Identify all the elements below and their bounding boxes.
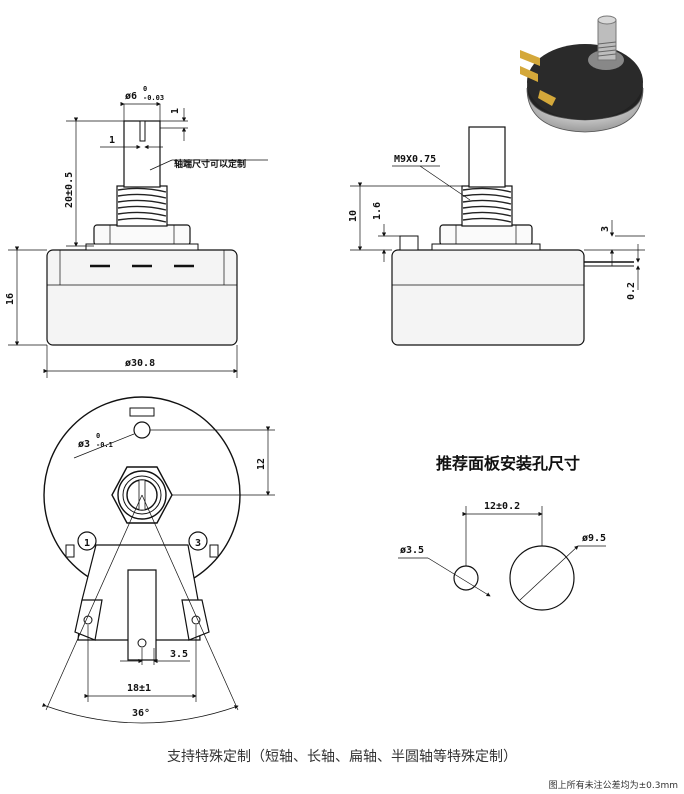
slot-width-label: 1	[109, 135, 115, 146]
terminal-span-label: 18±1	[127, 683, 151, 694]
angle-label: 36°	[132, 708, 150, 719]
large-hole	[509, 545, 575, 611]
pin-hole-label: ø3	[78, 439, 90, 450]
terminal-pitch-label: 3.5	[170, 649, 188, 660]
spacing-label: 12±0.2	[484, 501, 520, 512]
thread-length-label: 10	[348, 210, 359, 222]
pot-body-side	[391, 249, 585, 346]
body-height-label: 16	[5, 293, 16, 305]
slot-depth-label: 1	[170, 108, 181, 114]
pin-height-label: 1.6	[372, 202, 383, 220]
terminal-3-marker	[188, 531, 208, 551]
terminal-offset-label: 3	[600, 226, 611, 232]
svg-text:-0.03: -0.03	[143, 94, 164, 102]
front-view: ø6 0 -0.03 1 1 轴端尺寸可以定制 20±0.5 16 ø30.8	[5, 85, 268, 378]
terminal-1-marker	[77, 531, 97, 551]
thread-label: M9X0.75	[394, 154, 436, 165]
pin-offset-label: 12	[256, 458, 267, 470]
small-hole-label: ø3.5	[400, 545, 424, 556]
large-hole-label: ø9.5	[582, 533, 606, 544]
anti-rotation-hole	[133, 421, 151, 439]
shaft-diameter-label: ø6	[125, 91, 137, 102]
pot-body	[46, 249, 238, 346]
panel-cutout-title: 推荐面板安装孔尺寸	[436, 454, 580, 473]
terminal-1-label: 1	[84, 538, 90, 549]
panel-cutout: 推荐面板安装孔尺寸 12±0.2 ø3.5 ø9.5	[398, 454, 606, 611]
anti-rotation-pin	[399, 235, 419, 251]
shaft-note: 轴端尺寸可以定制	[174, 158, 246, 170]
customization-caption: 支持特殊定制（短轴、长轴、扁轴、半圆轴等特殊定制）	[167, 749, 517, 765]
shaft-height-label: 20±0.5	[64, 172, 75, 208]
top-view: 1 3 ø3 0 -0.1 12 3.5 18±1 36°	[41, 396, 275, 724]
svg-text:-0.1: -0.1	[96, 441, 113, 449]
terminal-thickness-label: 0.2	[626, 282, 637, 300]
svg-text:0: 0	[143, 85, 147, 93]
svg-text:0: 0	[96, 432, 100, 440]
product-photo	[520, 15, 644, 133]
terminal-3-label: 3	[195, 538, 201, 549]
body-diameter-label: ø30.8	[125, 358, 155, 369]
nut	[93, 224, 191, 246]
tolerance-footnote: 图上所有未注公差均为±0.3mm	[548, 781, 678, 791]
side-view: M9X0.75 10 1.6 3 0.2	[348, 126, 645, 346]
